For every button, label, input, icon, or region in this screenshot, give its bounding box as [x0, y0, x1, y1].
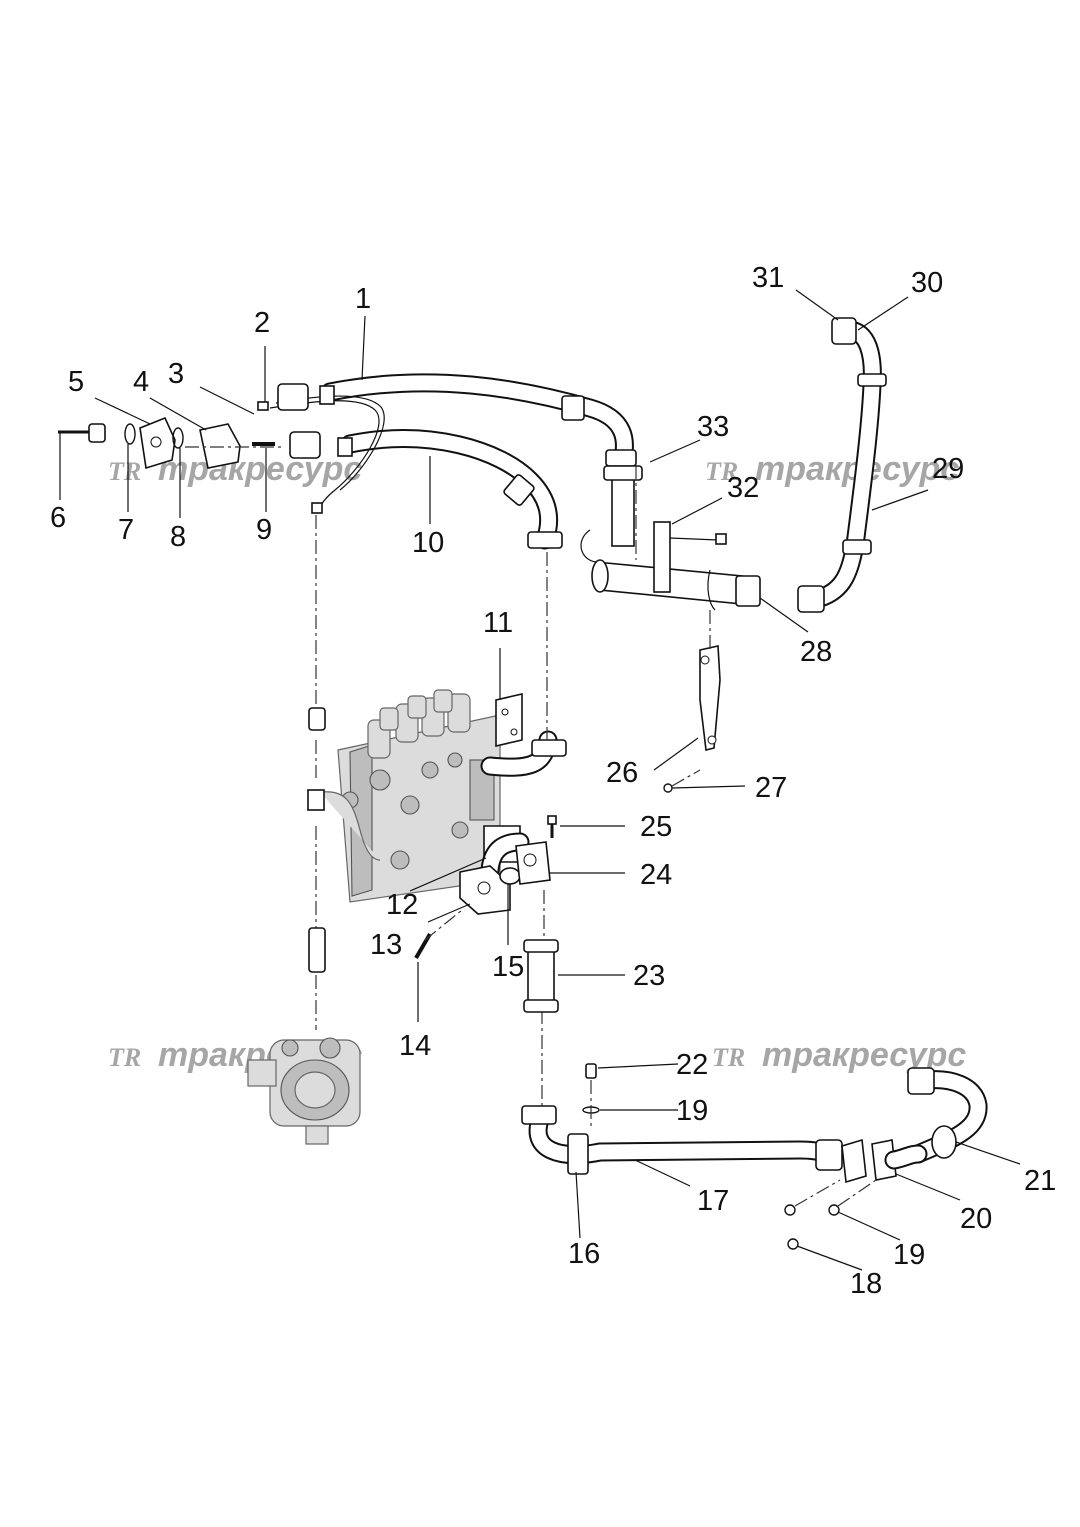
fitting-lower [308, 927, 326, 973]
callout-7: 7 [118, 514, 134, 546]
watermark-logo: TR [705, 457, 738, 486]
callout-14: 14 [399, 1030, 431, 1062]
watermark-logo: TR [712, 1043, 745, 1072]
callout-9: 9 [256, 514, 272, 546]
callout-20: 20 [960, 1203, 992, 1235]
callout-23: 23 [633, 960, 665, 992]
callout-17: 17 [697, 1185, 729, 1217]
block-12 [480, 825, 530, 880]
hose-1 [320, 373, 637, 472]
elbow-15 [499, 867, 521, 885]
bolt-25 [547, 815, 557, 838]
callout-1: 1 [355, 283, 371, 315]
bolt-14 [414, 909, 463, 960]
hydraulic-pump [247, 1037, 361, 1145]
callout-13: 13 [370, 929, 402, 961]
watermark-logo: TR [108, 457, 141, 486]
callout-12: 12 [386, 889, 418, 921]
watermark-logo: TR [108, 1043, 141, 1072]
callout-19-bottom: 19 [893, 1239, 925, 1271]
hose-10 [340, 429, 563, 550]
tube-assembly-28 [580, 465, 761, 611]
callout-28: 28 [800, 636, 832, 668]
callout-5: 5 [68, 366, 84, 398]
leader-lines [59, 289, 1021, 1271]
callout-8: 8 [170, 521, 186, 553]
callout-16: 16 [568, 1238, 600, 1270]
hose-21 [907, 1067, 988, 1164]
hose-17 [521, 1105, 843, 1175]
callout-26: 26 [606, 757, 638, 789]
watermark-text: тракресурс [762, 1036, 966, 1074]
callout-33: 33 [697, 411, 729, 443]
tube-23 [523, 939, 559, 1013]
bracket-26 [663, 610, 721, 793]
flange-assembly-left [58, 383, 353, 470]
callout-32: 32 [727, 472, 759, 504]
callout-2: 2 [254, 307, 270, 339]
callout-19-top: 19 [676, 1095, 708, 1127]
callout-6: 6 [50, 502, 66, 534]
watermark-1: TR тракресурс [108, 450, 362, 488]
elbow-fitting-valve [480, 730, 567, 777]
fitting-upper [308, 707, 326, 731]
callout-27: 27 [755, 772, 787, 804]
callout-21: 21 [1024, 1165, 1056, 1197]
callout-labels: 1 2 3 4 5 6 7 8 9 10 11 12 13 14 15 16 1… [50, 262, 1056, 1300]
flange-20 [841, 1138, 928, 1184]
callout-10: 10 [412, 527, 444, 559]
hose-29 [797, 317, 887, 613]
bracket-11 [495, 692, 523, 748]
callout-31: 31 [752, 262, 784, 294]
block-13 [459, 865, 511, 915]
callout-15: 15 [492, 951, 524, 983]
callout-22: 22 [676, 1049, 708, 1081]
callout-18: 18 [850, 1268, 882, 1300]
callout-3: 3 [168, 358, 184, 390]
callout-25: 25 [640, 811, 672, 843]
watermark-4: TR тракресурс [712, 1036, 966, 1074]
watermark-text: тракресурс [158, 450, 362, 488]
callout-30: 30 [911, 267, 943, 299]
callout-11: 11 [483, 607, 513, 639]
callout-4: 4 [133, 366, 149, 398]
callout-24: 24 [640, 859, 672, 891]
clamp-24 [515, 841, 551, 885]
control-valve-block [307, 689, 501, 903]
callout-29: 29 [932, 453, 964, 485]
bolts-18-19-22 [582, 1063, 877, 1250]
